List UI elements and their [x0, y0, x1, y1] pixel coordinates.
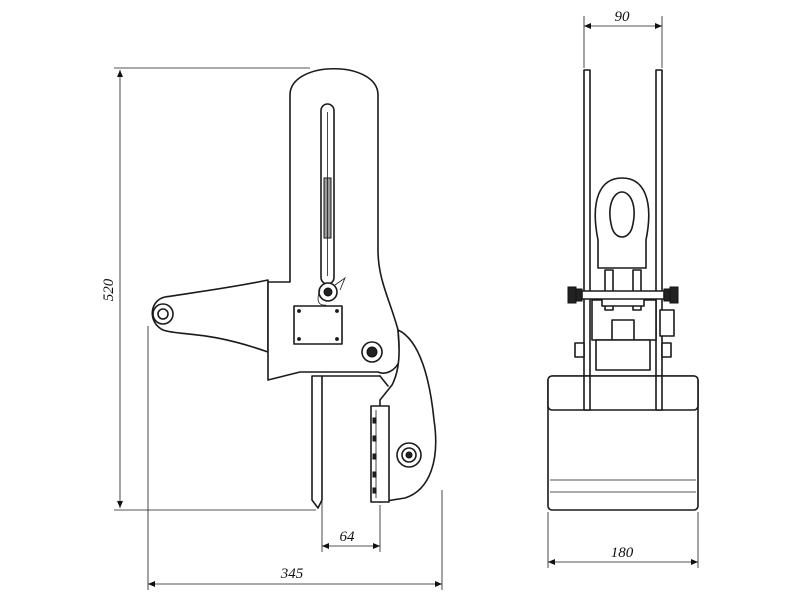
- cross-bolt: [567, 286, 679, 304]
- cam-arm: [379, 329, 437, 503]
- dimension-width: 345: [147, 326, 443, 590]
- jaw-pad: [370, 405, 390, 503]
- front-view: 90 180: [547, 9, 699, 568]
- spring-pivot-inner: [323, 287, 333, 297]
- cam-pin-inner: [405, 451, 413, 459]
- height-label: 520: [101, 278, 117, 301]
- top-width-label: 90: [615, 9, 631, 25]
- jaw-pad-teeth: [372, 417, 377, 494]
- lifting-eye-hole: [609, 191, 635, 238]
- jaw-opening-label: 64: [340, 529, 356, 545]
- middle-pin-inner: [366, 346, 378, 358]
- rear-pin-inner: [157, 308, 169, 320]
- body-width-label: 180: [611, 545, 634, 561]
- fixed-jaw: [311, 375, 323, 509]
- left-top-plate: [583, 69, 591, 401]
- dimension-body-width: 180: [547, 512, 699, 568]
- dimension-jaw-opening: 64: [321, 500, 381, 552]
- label-plate: [293, 305, 343, 345]
- dimension-top-width: 90: [583, 9, 663, 68]
- right-top-plate: [655, 69, 663, 401]
- width-label: 345: [280, 566, 304, 582]
- side-view: 520 64 345: [101, 67, 443, 590]
